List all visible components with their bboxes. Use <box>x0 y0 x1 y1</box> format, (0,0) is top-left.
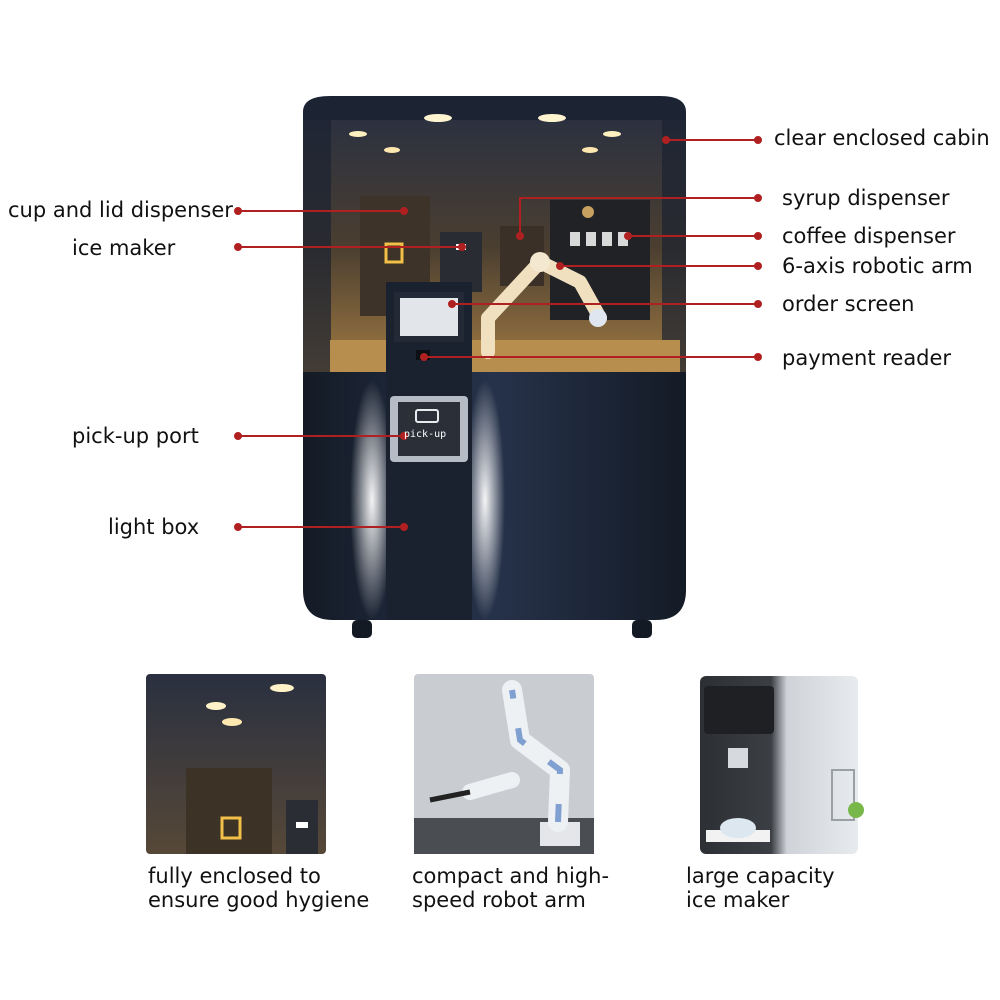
caption-ice-maker: large capacity ice maker <box>686 864 835 912</box>
caption-robot-arm: compact and high- speed robot arm <box>412 864 610 912</box>
feature-image-robot-arm <box>414 674 594 854</box>
label-robotic-arm: 6-axis robotic arm <box>782 254 973 278</box>
label-payment-reader: payment reader <box>782 346 952 370</box>
label-light-box: light box <box>108 515 200 539</box>
pickup-sign: pick-up <box>404 429 447 440</box>
leader-lines-right <box>420 136 762 361</box>
cabin-roof <box>303 96 686 124</box>
label-coffee-dispenser: coffee dispenser <box>782 224 956 248</box>
label-ice-maker: ice maker <box>72 236 176 260</box>
feature-image-enclosed <box>146 674 326 854</box>
label-cup-and-lid-dispenser: cup and lid dispenser <box>8 198 233 222</box>
coffee-dispenser <box>550 200 650 320</box>
caption-enclosed: fully enclosed to ensure good hygiene <box>148 864 370 912</box>
label-pick-up-port: pick-up port <box>72 424 199 448</box>
feature-image-ice-maker <box>700 676 864 854</box>
leader-lines-left <box>234 207 466 531</box>
robot-arm <box>481 252 607 359</box>
label-order-screen: order screen <box>782 292 915 316</box>
label-clear-enclosed-cabin: clear enclosed cabin <box>774 126 990 150</box>
label-syrup-dispenser: syrup dispenser <box>782 186 950 210</box>
